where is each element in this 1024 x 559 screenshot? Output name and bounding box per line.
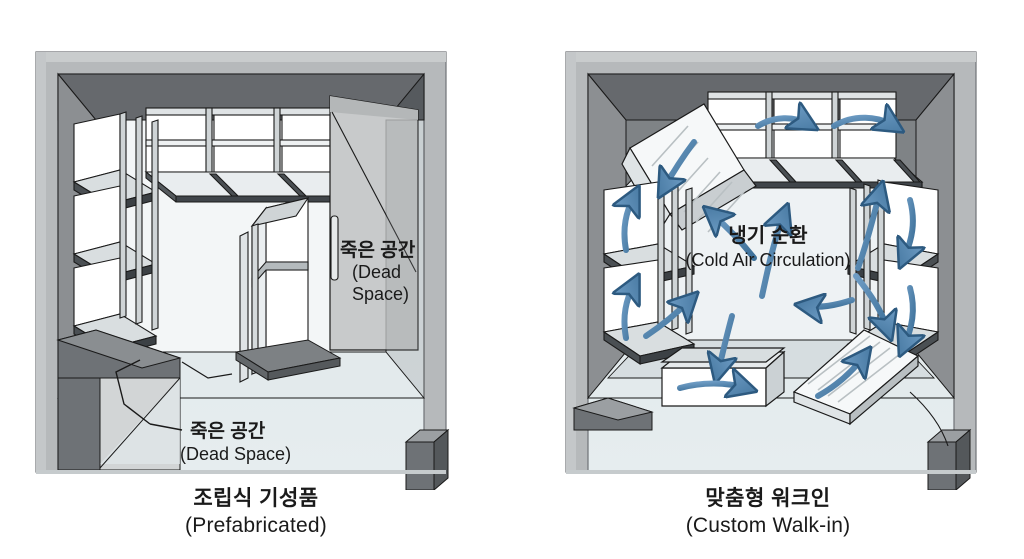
arrow-right-down-2: [904, 285, 913, 346]
annotation-dead-space-right-en2: Space): [352, 284, 409, 304]
arrow-center-right-down: [853, 273, 888, 330]
annotation-dead-space-right-ko: 죽은 공간: [340, 239, 416, 261]
figure-custom-walkin-closet: 냉기 순환 (Cold Air Circulation): [512, 0, 1024, 490]
floor-sill-left-panel: [36, 470, 446, 474]
arrow-top-right: [831, 118, 894, 126]
panel-prefabricated: 죽은 공간 (Dead Space) 죽은 공간 (Dead Space) 조립…: [0, 0, 512, 540]
dead-space-panel-left-panel: [329, 95, 419, 351]
caption-prefabricated: 조립식 기성품 (Prefabricated): [0, 486, 512, 540]
caption-custom-walkin: 맞춤형 워크인 (Custom Walk-in): [512, 486, 1024, 540]
arrow-lower-left-down: [718, 313, 732, 372]
arrow-center-right-up: [855, 192, 880, 271]
arrow-bin-right: [677, 384, 746, 389]
door-swing-line-right-panel: [909, 391, 949, 447]
arrow-left-up-2: [624, 284, 634, 341]
arrow-right-down-1: [904, 197, 913, 258]
annotation-dead-space-bottom-ko: 죽은 공간: [190, 420, 266, 442]
annotation-dead-space-right: 죽은 공간 (Dead Space): [340, 239, 416, 304]
caption-custom-walkin-en: (Custom Walk-in): [685, 513, 851, 537]
right-stub-wall-left-panel: [404, 428, 450, 490]
figure-prefabricated-closet: 죽은 공간 (Dead Space) 죽은 공간 (Dead Space): [0, 0, 512, 490]
arrow-top-left: [755, 118, 808, 126]
arrow-drawer-up: [815, 356, 864, 399]
leader-line-dead-space-right: [181, 361, 233, 379]
annotation-dead-space-bottom-en: (Dead Space): [180, 444, 291, 464]
arrow-lower-left-up: [643, 300, 690, 339]
arrow-left-up-1: [624, 196, 634, 253]
right-side-wall-left-panel: [385, 119, 425, 400]
caption-prefabricated-en: (Prefabricated): [185, 513, 327, 537]
caption-custom-walkin-ko: 맞춤형 워크인: [705, 487, 831, 510]
door-handle-icon: [330, 215, 339, 281]
left-base-plinth-left-panel: [56, 329, 182, 379]
airflow-arrows: [624, 118, 912, 396]
annotation-dead-space-bottom: 죽은 공간 (Dead Space): [180, 420, 291, 464]
dead-space-wedge-left-panel: [57, 377, 181, 471]
arrow-center-left: [806, 300, 855, 307]
arrow-center-up: [759, 214, 784, 299]
caption-prefabricated-ko: 조립식 기성품: [193, 487, 319, 510]
leader-line-dead-space-bottom: [115, 359, 183, 431]
left-stub-wall-right-panel: [572, 397, 654, 431]
annotation-cold-air-en: (Cold Air Circulation): [685, 250, 850, 270]
annotation-cold-air-circulation: 냉기 순환 (Cold Air Circulation): [685, 224, 850, 270]
annotation-cold-air-ko: 냉기 순환: [728, 224, 808, 247]
center-shelf-base-left-panel: [234, 339, 342, 381]
panel-custom-walkin: 냉기 순환 (Cold Air Circulation) 맞춤형 워크인 (Cu…: [512, 0, 1024, 559]
floor-sill-right-panel: [566, 470, 976, 474]
arrow-upper-left-in: [712, 214, 757, 261]
arrow-corner-down-left: [664, 139, 697, 188]
right-stub-wall-right-panel: [926, 428, 972, 490]
annotation-dead-space-right-en1: (Dead: [352, 262, 401, 282]
